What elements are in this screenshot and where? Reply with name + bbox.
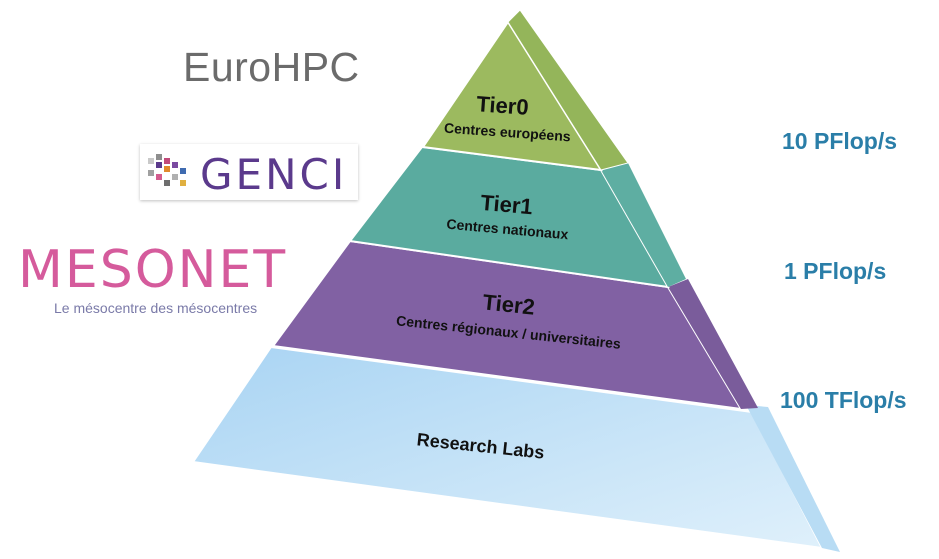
pyramid-side-tier2 — [668, 279, 758, 409]
tier1-performance: 1 PFlop/s — [784, 258, 887, 284]
eurohpc-label: EuroHPC — [183, 44, 360, 90]
pyramid-side-tier1 — [601, 163, 686, 287]
genci-logo: GENCI — [140, 144, 358, 200]
tier0-title: Tier0 — [476, 91, 530, 120]
tier2-title: Tier2 — [482, 289, 537, 319]
tier2-performance: 100 TFlop/s — [780, 387, 907, 413]
mesonet-wordmark: MESONET — [18, 240, 288, 300]
pyramid-side-labs — [746, 405, 840, 552]
mesonet-logo: MESONET Le mésocentre des mésocentres — [8, 236, 288, 320]
genci-wordmark: GENCI — [200, 150, 348, 199]
tier0-performance: 10 PFlop/s — [782, 128, 898, 154]
tier1-title: Tier1 — [480, 190, 534, 219]
mesonet-tagline: Le mésocentre des mésocentres — [54, 300, 258, 316]
pyramid-side-tier0 — [507, 9, 629, 171]
genci-mosaic-icon — [148, 154, 186, 186]
